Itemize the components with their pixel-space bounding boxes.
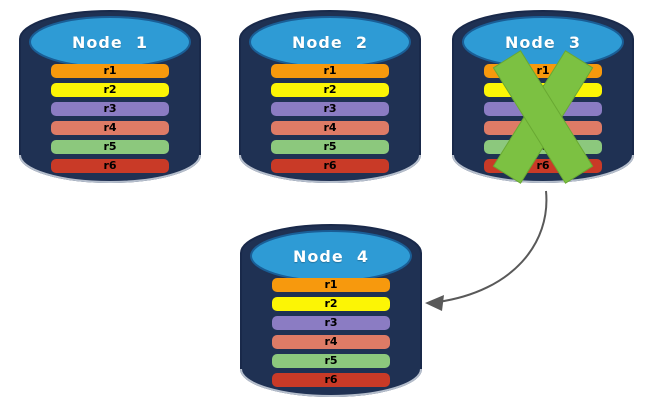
row-label: r2 [536, 83, 550, 96]
row-r1: r1 [484, 64, 602, 78]
row-r3: r3 [484, 102, 602, 116]
row-label: r2 [103, 83, 117, 96]
row-r6: r6 [272, 373, 390, 387]
row-label: r3 [536, 102, 550, 115]
row-label: r6 [324, 373, 338, 386]
transfer-arrowhead-icon [425, 295, 444, 311]
row-label: r5 [536, 140, 550, 153]
row-label: r1 [323, 64, 337, 77]
row-label: r3 [323, 102, 337, 115]
row-label: r4 [324, 335, 338, 348]
row-label: r5 [324, 354, 338, 367]
row-label: r1 [536, 64, 550, 77]
node-rows: r1 r2 r3 r4 r5 r6 [484, 64, 602, 178]
row-r1: r1 [271, 64, 389, 78]
row-label: r4 [323, 121, 337, 134]
row-label: r4 [536, 121, 550, 134]
row-r1: r1 [272, 278, 390, 292]
row-r2: r2 [272, 297, 390, 311]
row-r2: r2 [51, 83, 169, 97]
row-label: r6 [103, 159, 117, 172]
row-r5: r5 [484, 140, 602, 154]
row-r4: r4 [271, 121, 389, 135]
node-rows: r1 r2 r3 r4 r5 r6 [272, 278, 390, 392]
row-label: r6 [323, 159, 337, 172]
node-rows: r1 r2 r3 r4 r5 r6 [271, 64, 389, 178]
node-4: Node 4 r1 r2 r3 r4 r5 r6 [236, 220, 426, 400]
row-r5: r5 [51, 140, 169, 154]
row-label: r1 [324, 278, 338, 291]
node-title: Node 3 [505, 33, 581, 52]
row-r1: r1 [51, 64, 169, 78]
node-2: Node 2 r1 r2 r3 r4 r5 r6 [235, 6, 425, 186]
node-1: Node 1 r1 r2 r3 r4 r5 r6 [15, 6, 205, 186]
row-r4: r4 [484, 121, 602, 135]
row-label: r2 [323, 83, 337, 96]
row-label: r2 [324, 297, 338, 310]
row-label: r3 [324, 316, 338, 329]
row-r6: r6 [51, 159, 169, 173]
row-r3: r3 [51, 102, 169, 116]
node-title: Node 2 [292, 33, 368, 52]
node-rows: r1 r2 r3 r4 r5 r6 [51, 64, 169, 178]
node-3: Node 3 r1 r2 r3 r4 r5 r6 [448, 6, 638, 186]
node-title: Node 1 [72, 33, 148, 52]
row-r5: r5 [272, 354, 390, 368]
transfer-arrow [437, 190, 548, 303]
row-label: r4 [103, 121, 117, 134]
row-r4: r4 [272, 335, 390, 349]
row-label: r3 [103, 102, 117, 115]
row-r6: r6 [484, 159, 602, 173]
row-label: r5 [103, 140, 117, 153]
row-r2: r2 [484, 83, 602, 97]
row-r3: r3 [272, 316, 390, 330]
node-title: Node 4 [293, 247, 369, 266]
row-r5: r5 [271, 140, 389, 154]
row-label: r5 [323, 140, 337, 153]
row-label: r1 [103, 64, 117, 77]
row-r2: r2 [271, 83, 389, 97]
row-r3: r3 [271, 102, 389, 116]
row-r4: r4 [51, 121, 169, 135]
row-r6: r6 [271, 159, 389, 173]
row-label: r6 [536, 159, 550, 172]
